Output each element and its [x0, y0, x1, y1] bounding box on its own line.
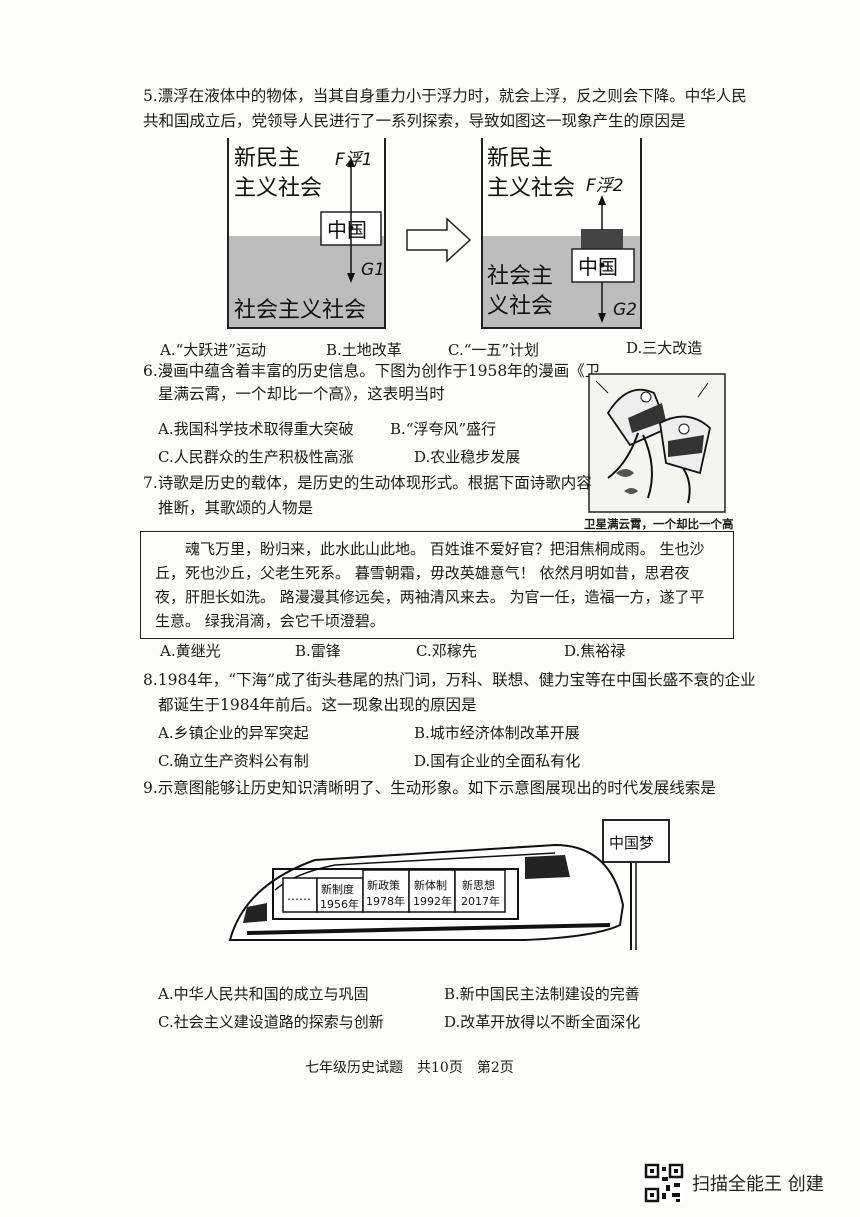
q5-option-c[interactable]: C.“一五”计划 [448, 341, 540, 359]
left-force-down: G1 [361, 260, 385, 280]
right-top-label-2: 主义社会 [487, 176, 575, 201]
poem-text: 魂飞万里，盼归来，此水此山此地。 百姓谁不爱好官？把泪焦桐成雨。 生也沙丘，死也… [155, 540, 705, 630]
window-3-title: 新政策 [367, 878, 400, 892]
right-force-down: G2 [613, 300, 637, 320]
q7-option-d[interactable]: D.焦裕禄 [564, 642, 626, 660]
q9-option-a[interactable]: A.中华人民共和国的成立与巩固 [158, 985, 369, 1003]
q8-option-d[interactable]: D.国有企业的全面私有化 [414, 752, 581, 770]
q8-option-b[interactable]: B.城市经济体制改革开展 [414, 724, 580, 742]
q6-stem-line2: 星满云霄，一个却比一个高》，这表明当时 [158, 385, 445, 403]
right-force-up: F浮2 [586, 176, 624, 196]
window-3-year: 1978年 [366, 894, 405, 908]
q9-option-b[interactable]: B.新中国民主法制建设的完善 [444, 985, 640, 1003]
q5-stem-line1: 5.漂浮在液体中的物体，当其自身重力小于浮力时，就会上浮，反之则会下降。中华人民 [143, 87, 747, 105]
q6-stem-line1: 6.漫画中蕴含着丰富的历史信息。下图为创作于1958年的漫画《卫 [143, 362, 601, 380]
q8-option-a[interactable]: A.乡镇企业的异军突起 [158, 724, 309, 742]
train-windows: …… 新制度 1956年 新政策 1978年 新体制 1992年 新思想 201… [282, 869, 506, 913]
left-top-label-1: 新民主 [234, 146, 300, 171]
buoyancy-figure: 新民主 主义社会 社会主义社会 中国 F浮1 G1 新民主 主义社会 社会主 义… [227, 138, 642, 329]
q7-stem-line2: 推断，其歌颂的人物是 [158, 499, 314, 517]
right-top-label-1: 新民主 [487, 146, 553, 171]
window-4-year: 1992年 [413, 894, 452, 908]
window-5-title: 新思想 [462, 878, 495, 892]
poem-box: 魂飞万里，盼归来，此水此山此地。 百姓谁不爱好官？把泪焦桐成雨。 生也沙丘，死也… [140, 531, 734, 639]
left-block-label: 中国 [327, 218, 367, 242]
train-figure: 中国梦 …… 新制度 1956年 新政策 1978年 新体制 1992年 新思想… [228, 819, 670, 950]
cartoon-caption: 卫星满云霄，一个却比一个高 [584, 517, 734, 531]
window-4-title: 新体制 [414, 878, 447, 892]
q5-option-a[interactable]: A.“大跃进”运动 [160, 341, 266, 359]
q6-option-c[interactable]: C.人民群众的生产积极性高涨 [158, 448, 354, 466]
scanner-brand-text: 扫描全能王 创建 [692, 1174, 824, 1195]
window-1-label: …… [287, 889, 311, 903]
window-2-year: 1956年 [320, 897, 359, 911]
left-bottom-label: 社会主义社会 [234, 298, 366, 323]
q7-option-a[interactable]: A.黄继光 [160, 642, 221, 660]
left-top-label-2: 主义社会 [234, 176, 322, 201]
q8-stem-line1: 8.1984年，“下海”成了街头巷尾的热门词，万科、联想、健力宝等在中国长盛不衰… [143, 671, 756, 689]
page-footer: 七年级历史试题 共10页 第2页 [305, 1060, 514, 1076]
q5-option-b[interactable]: B.土地改革 [326, 341, 402, 359]
left-force-up: F浮1 [335, 150, 373, 170]
left-container: 新民主 主义社会 社会主义社会 中国 F浮1 G1 [227, 138, 386, 329]
q9-option-c[interactable]: C.社会主义建设道路的探索与创新 [158, 1013, 384, 1031]
satellite-cartoon-image [588, 373, 726, 513]
q9-option-d[interactable]: D.改革开放得以不断全面深化 [444, 1013, 641, 1031]
right-bottom-label-2: 义社会 [487, 294, 553, 319]
transition-arrow-icon [406, 217, 472, 263]
q7-option-c[interactable]: C.邓稼先 [416, 642, 477, 660]
q8-option-c[interactable]: C.确立生产资料公有制 [158, 752, 309, 770]
right-container: 新民主 主义社会 社会主 义社会 中国 F浮2 G2 [481, 138, 642, 329]
q9-stem-line1: 9.示意图能够让历史知识清晰明了、生动形象。如下示意图展现出的时代发展线索是 [143, 779, 716, 797]
window-2-title: 新制度 [321, 882, 354, 896]
right-bottom-label-1: 社会主 [487, 264, 553, 289]
right-block-label: 中国 [578, 255, 618, 279]
q7-option-b[interactable]: B.雷锋 [295, 642, 341, 660]
q7-stem-line1: 7.诗歌是历史的载体，是历史的生动体现形式。根据下面诗歌内容 [143, 474, 592, 492]
q6-option-a[interactable]: A.我国科学技术取得重大突破 [158, 420, 354, 438]
signpost: 中国梦 [602, 819, 670, 950]
q8-stem-line2: 都诞生于1984年前后。这一现象出现的原因是 [158, 696, 477, 714]
q5-option-d[interactable]: D.三大改造 [626, 339, 703, 357]
q6-option-b[interactable]: B.“浮夸风”盛行 [390, 420, 497, 438]
window-5-year: 2017年 [461, 894, 500, 908]
q5-stem-line2: 共和国成立后，党领导人民进行了一系列探索，导致如图这一现象产生的原因是 [143, 112, 686, 130]
qr-code-icon [644, 1163, 684, 1203]
q6-option-d[interactable]: D.农业稳步发展 [414, 448, 521, 466]
sign-label: 中国梦 [609, 834, 654, 852]
